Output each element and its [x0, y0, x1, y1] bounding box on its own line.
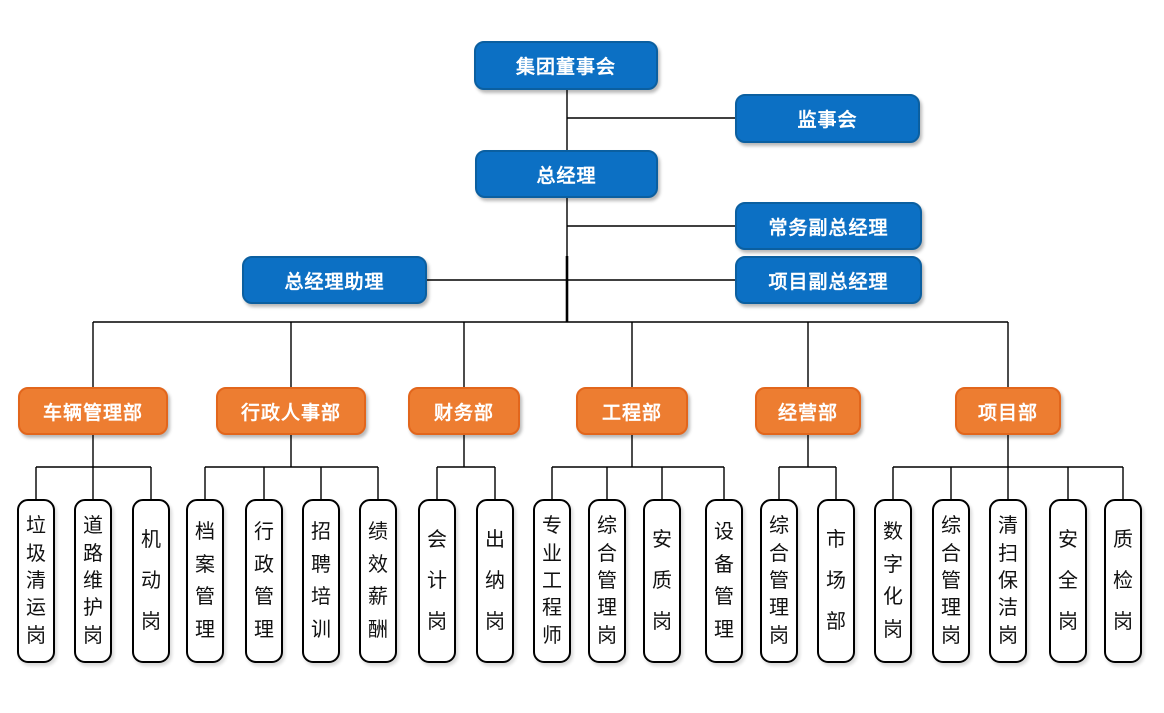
- general-manager-node: 总经理: [475, 150, 658, 198]
- position-node: 机动岗: [132, 499, 170, 663]
- position-node: 安全岗: [1049, 499, 1087, 663]
- project-deputy-gm-node: 项目副总经理: [735, 256, 922, 304]
- position-node: 档案管理: [186, 499, 224, 663]
- position-node: 数字化岗: [874, 499, 912, 663]
- position-node: 垃圾清运岗: [17, 499, 55, 663]
- position-node: 道路维护岗: [74, 499, 112, 663]
- position-node: 综合管理岗: [932, 499, 970, 663]
- department-node-vehicle-management: 车辆管理部: [18, 387, 168, 435]
- position-node: 设备管理: [705, 499, 743, 663]
- department-node-operations: 经营部: [755, 387, 861, 435]
- position-node: 行政管理: [245, 499, 283, 663]
- position-node: 会计岗: [418, 499, 456, 663]
- supervisory-board-node: 监事会: [735, 94, 920, 143]
- position-node: 安质岗: [643, 499, 681, 663]
- gm-assistant-node: 总经理助理: [242, 256, 427, 304]
- executive-deputy-gm-node: 常务副总经理: [735, 202, 922, 250]
- board-node: 集团董事会: [474, 41, 658, 90]
- position-node: 招聘培训: [302, 499, 340, 663]
- position-node: 综合管理岗: [588, 499, 626, 663]
- position-node: 专业工程师: [533, 499, 571, 663]
- department-node-admin-hr: 行政人事部: [216, 387, 366, 435]
- department-node-finance: 财务部: [408, 387, 520, 435]
- department-node-engineering: 工程部: [576, 387, 688, 435]
- position-node: 清扫保洁岗: [989, 499, 1027, 663]
- position-node: 综合管理岗: [760, 499, 798, 663]
- position-node: 市场部: [817, 499, 855, 663]
- position-node: 绩效薪酬: [359, 499, 397, 663]
- position-node: 出纳岗: [476, 499, 514, 663]
- department-node-project: 项目部: [955, 387, 1061, 435]
- position-node: 质检岗: [1104, 499, 1142, 663]
